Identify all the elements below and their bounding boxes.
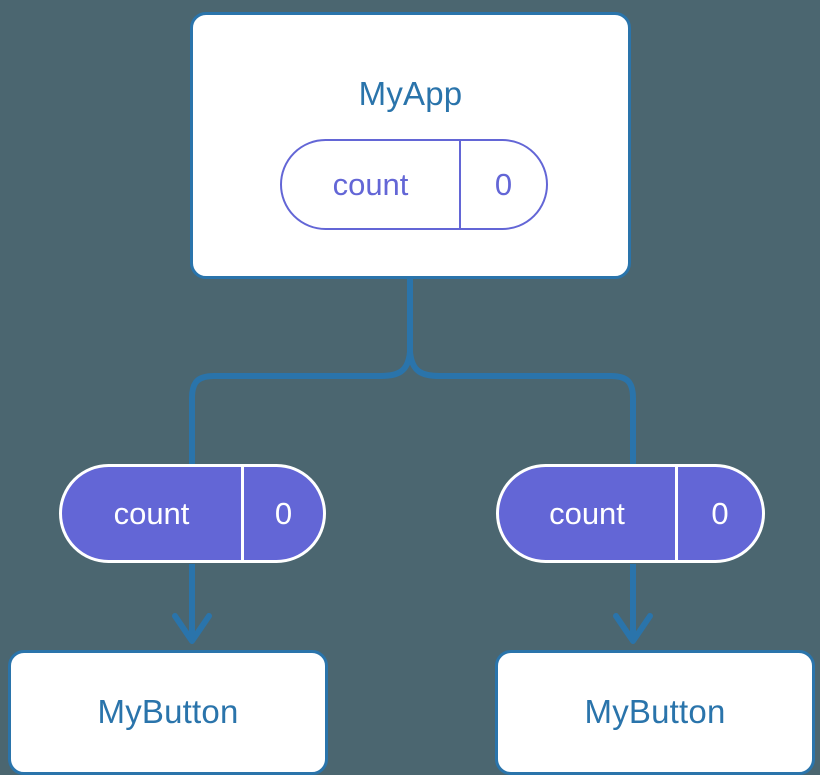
state-pill-myapp-count: count 0: [280, 139, 548, 230]
arrow-right-head: [613, 613, 653, 644]
component-title-mybutton: MyButton: [584, 693, 726, 730]
state-pill-key: count: [113, 496, 190, 531]
state-pill-value: 0: [675, 467, 762, 560]
fork-left-connector: [189, 351, 413, 466]
state-pill-value: 0: [241, 467, 323, 560]
component-title-myapp: MyApp: [358, 75, 463, 112]
state-pill-branch-left-count: count 0: [59, 464, 326, 563]
state-pill-branch-right-count: count 0: [496, 464, 765, 563]
component-card-myapp: MyApp count 0: [190, 12, 631, 279]
component-card-mybutton-left: MyButton: [8, 650, 328, 775]
state-pill-key: count: [549, 496, 625, 531]
component-card-mybutton-right: MyButton: [495, 650, 815, 775]
fork-right-connector: [407, 351, 636, 466]
state-pill-key: count: [332, 167, 409, 202]
arrow-left-head: [172, 613, 212, 644]
state-pill-value: 0: [459, 141, 546, 228]
component-title-mybutton: MyButton: [97, 693, 239, 730]
